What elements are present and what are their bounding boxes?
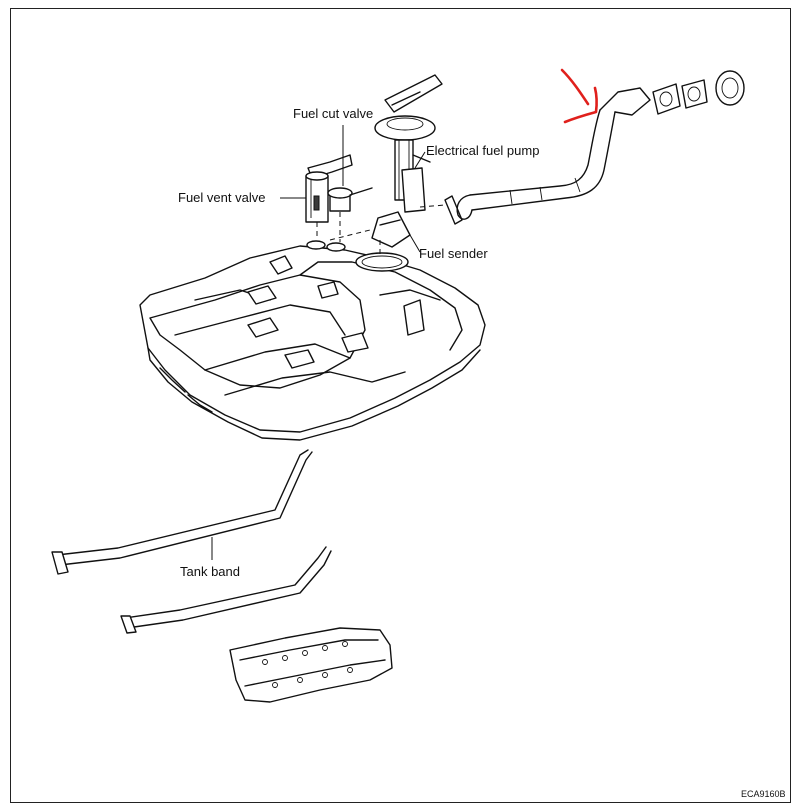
figure-code: ECA9160B xyxy=(741,789,786,799)
annotation-arrow-icon xyxy=(560,68,598,124)
label-fuel-sender: Fuel sender xyxy=(419,246,488,261)
label-fuel-vent-valve: Fuel vent valve xyxy=(178,190,265,205)
tank-band-upper xyxy=(51,449,313,575)
leader-lines xyxy=(211,125,446,560)
label-tank-band: Tank band xyxy=(180,564,240,579)
label-fuel-cut-valve: Fuel cut valve xyxy=(293,106,373,121)
heat-protector xyxy=(229,627,393,703)
electrical-fuel-pump-assembly xyxy=(371,74,443,248)
fuel-tank xyxy=(139,240,486,441)
fuel-cut-valve xyxy=(327,187,373,212)
diagram-border xyxy=(10,8,791,803)
tank-band-lower xyxy=(120,546,332,634)
label-electrical-fuel-pump: Electrical fuel pump xyxy=(426,143,539,158)
filler-neck-hose xyxy=(444,70,745,225)
fuel-vent-valve xyxy=(305,154,353,223)
